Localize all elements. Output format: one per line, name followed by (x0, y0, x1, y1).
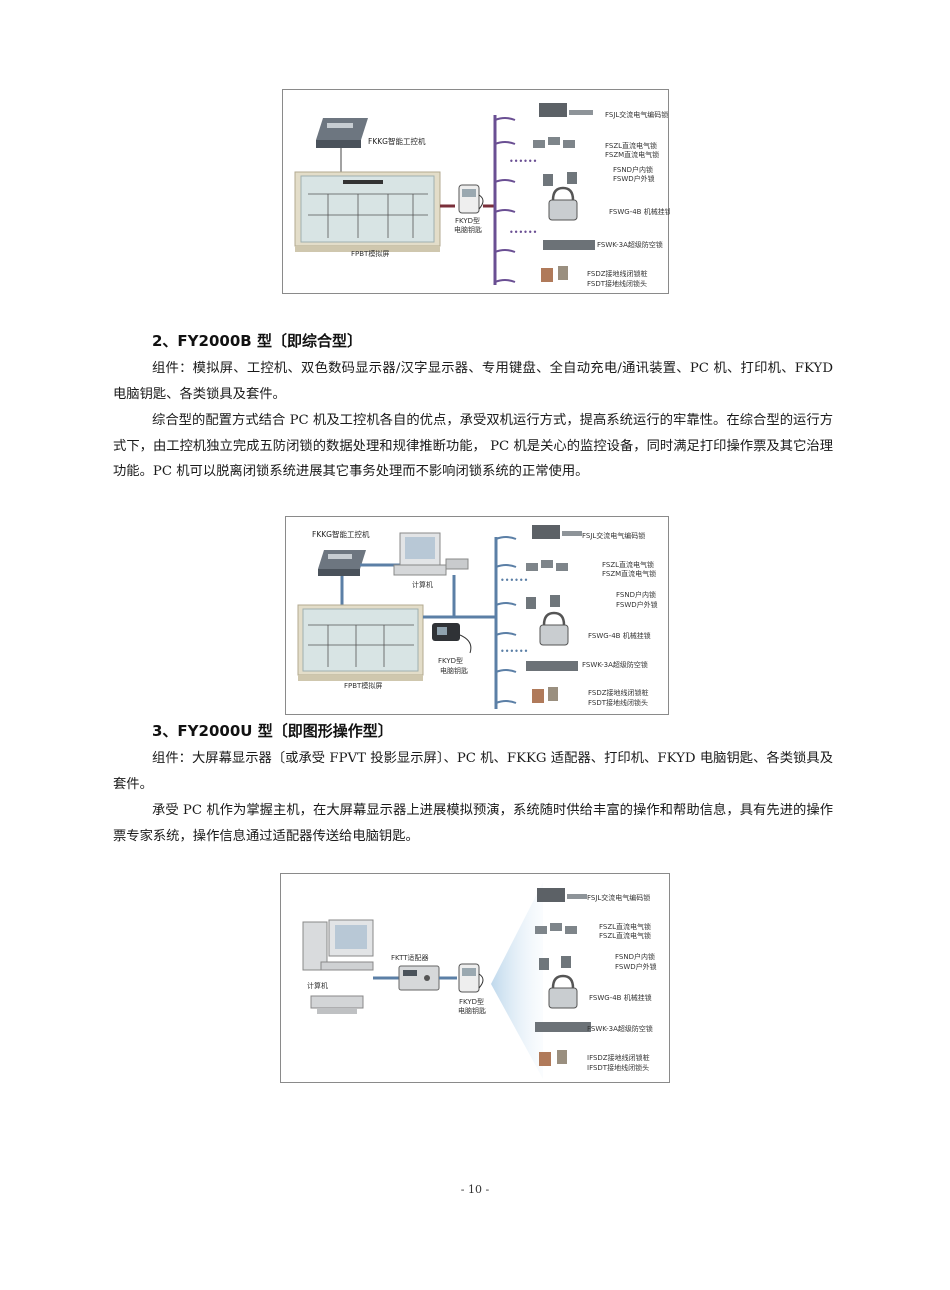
fig1-lock6a-label: FSDZ接地线闭锁桩 (587, 269, 648, 278)
fig3-key-model-label: FKYD型 (459, 997, 484, 1006)
fig2-lock2b-label: FSZM直流电气锁 (602, 569, 656, 578)
fig2-lock6b-label: FSDT接地线闭锁头 (588, 698, 648, 707)
fig1-lock3a-label: FSND户内锁 (613, 165, 653, 174)
fig3-lock1-label: FSJL交流电气编码锁 (587, 893, 650, 902)
fig1-lock2a-label: FSZL直流电气锁 (605, 141, 657, 150)
figure-fy2000a-system: FKKG智能工控机 FPBT模拟屏 FKYD型 电脑钥匙 (282, 89, 670, 294)
fig2-lock3a-label: FSND户内锁 (616, 590, 656, 599)
fig2-screen-label: FPBT模拟屏 (344, 681, 382, 690)
fig3-lock2a-label: FSZL直流电气锁 (599, 922, 651, 931)
fig1-screen-label: FPBT模拟屏 (351, 249, 389, 258)
figure-1-diagram: FKKG智能工控机 FPBT模拟屏 FKYD型 电脑钥匙 (294, 103, 670, 288)
fig2-lock1-label: FSJL交流电气编码锁 (582, 531, 645, 540)
fig1-key-name-label: 电脑钥匙 (454, 225, 482, 234)
page-number: - 10 - (460, 1183, 490, 1196)
lock-device-icons (526, 525, 582, 703)
fig1-lock5-label: FSWK-3A超级防空锁 (597, 240, 663, 249)
fig2-computer-label: 计算机 (412, 580, 433, 589)
section-u-description: 承受 PC 机作为掌握主机，在大屏幕显示器上进展模拟预演，系统随时供给丰富的操作… (113, 803, 833, 844)
fig3-adapter-label: FKTT适配器 (391, 953, 429, 962)
section-b-heading: 2、FY2000B 型〔即综合型〕 (152, 332, 362, 350)
controller-device-icon (318, 550, 366, 576)
electronic-key-icon (458, 184, 484, 214)
fig2-dots-2: •••••• (500, 647, 528, 656)
electronic-key-icon (458, 963, 484, 993)
fig1-lock2b-label: FSZM直流电气锁 (605, 150, 659, 159)
lock-device-icons (535, 888, 591, 1066)
printer-icon (310, 995, 364, 1014)
figure-fy2000u-system: 计算机 FKTT适配器 FKYD型 电脑钥匙 (280, 873, 670, 1083)
controller-device-icon (316, 118, 368, 148)
section-u-heading: 3、FY2000U 型〔即图形操作型〕 (152, 722, 393, 740)
fig3-key-name-label: 电脑钥匙 (458, 1006, 486, 1015)
section-u-components: 组件：大屏幕显示器〔或承受 FPVT 投影显示屏〕、PC 机、FKKG 适配器、… (113, 751, 833, 792)
fig2-lock3b-label: FSWD户外锁 (616, 600, 658, 609)
fig2-lock5-label: FSWK-3A超级防空锁 (582, 660, 648, 669)
fig3-computer-label: 计算机 (307, 981, 328, 990)
fig1-lock1-label: FSJL交流电气编码锁 (605, 110, 668, 119)
mimic-panel-icon (297, 604, 424, 681)
computer-icon (302, 919, 374, 971)
fig2-key-model-label: FKYD型 (438, 656, 463, 665)
section-b-description: 综合型的配置方式结合 PC 机及工控机各自的优点，承受双机运行方式，提高系统运行… (113, 413, 833, 479)
adapter-device-icon (398, 965, 440, 991)
fig3-lock2b-label: FSZL直流电气锁 (599, 931, 651, 940)
figure-2-diagram: FKKG智能工控机 计算机 FPBT模拟屏 (297, 525, 658, 709)
fig2-lock2a-label: FSZL直流电气锁 (602, 560, 654, 569)
fig1-lock6b-label: FSDT接地线闭锁头 (587, 279, 647, 288)
fig2-key-name-label: 电脑钥匙 (440, 666, 468, 675)
lock-device-icons (533, 103, 595, 282)
fig1-dots-2: •••••• (509, 228, 537, 237)
mimic-panel-icon (294, 171, 441, 252)
computer-icon (393, 532, 469, 576)
figure-fy2000b-system: FKKG智能工控机 计算机 FPBT模拟屏 (285, 516, 669, 715)
fig3-lock4-label: FSWG-4B 机械挂锁 (589, 993, 652, 1002)
section-b-components: 组件：模拟屏、工控机、双色数码显示器/汉字显示器、专用键盘、全自动充电/通讯装置… (113, 361, 833, 402)
fig1-lock4-label: FSWG-4B 机械挂锁 (609, 207, 670, 216)
fig3-lock5-label: FSWK-3A超级防空锁 (587, 1024, 653, 1033)
fig1-lock3b-label: FSWD户外锁 (613, 174, 655, 183)
fig2-lock6a-label: FSDZ接地线闭锁桩 (588, 688, 649, 697)
fig2-dots-1: •••••• (500, 576, 528, 585)
fig2-controller-label: FKKG智能工控机 (312, 529, 370, 539)
fig1-controller-label: FKKG智能工控机 (368, 136, 426, 146)
fig3-lock6a-label: IFSDZ接地线闭锁桩 (587, 1053, 650, 1062)
figure-3-diagram: 计算机 FKTT适配器 FKYD型 电脑钥匙 (302, 882, 657, 1079)
fig2-lock4-label: FSWG-4B 机械挂锁 (588, 631, 651, 640)
signal-fan-shape (491, 882, 543, 1079)
fig3-lock6b-label: IFSDT接地线闭锁头 (587, 1063, 649, 1072)
fig1-dots-1: •••••• (509, 157, 537, 166)
fig3-lock3a-label: FSND户内锁 (615, 952, 655, 961)
fig1-key-model-label: FKYD型 (455, 216, 480, 225)
fig3-lock3b-label: FSWD户外锁 (615, 962, 657, 971)
electronic-key-icon (432, 623, 472, 654)
